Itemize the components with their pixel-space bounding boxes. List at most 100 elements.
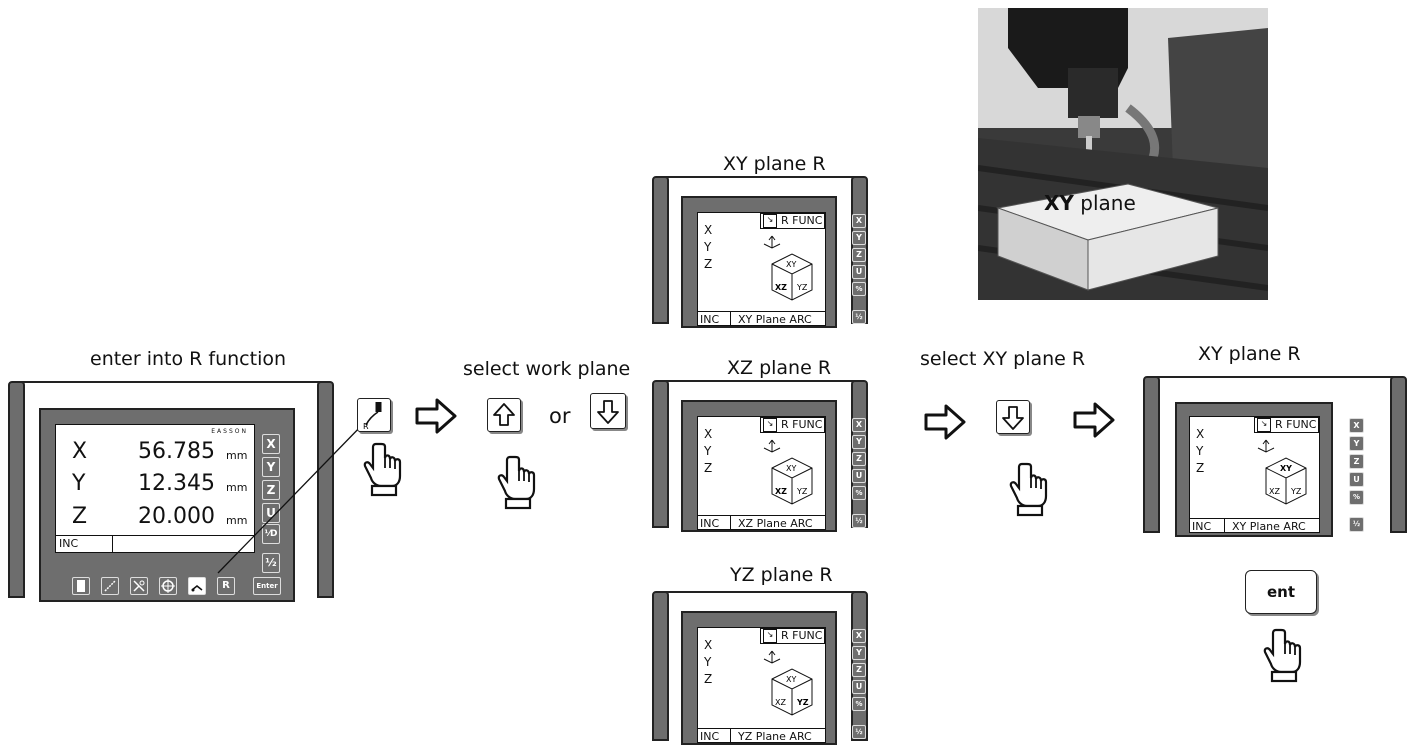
plane-cube-icon: XY XZ YZ bbox=[1257, 439, 1307, 505]
plane-status-text: XY Plane ARC bbox=[1232, 520, 1306, 533]
key-half[interactable]: ½ bbox=[262, 553, 280, 573]
key-y[interactable]: Y bbox=[262, 457, 280, 477]
key-percent[interactable]: % bbox=[852, 282, 866, 296]
milling-machine-illustration bbox=[978, 8, 1268, 300]
key-z[interactable]: Z bbox=[852, 663, 866, 677]
key-x[interactable]: X bbox=[852, 214, 866, 228]
hand-pointer-icon bbox=[1263, 628, 1302, 683]
key-z[interactable]: Z bbox=[852, 452, 866, 466]
caption-xz-plane: XZ plane R bbox=[727, 357, 832, 379]
r-function-key[interactable]: R bbox=[357, 398, 391, 432]
key-u[interactable]: U bbox=[852, 469, 866, 483]
frame-rail-right bbox=[317, 381, 334, 598]
ent-button[interactable]: ent bbox=[1245, 570, 1317, 614]
plane-cube-icon: XY XZ YZ bbox=[763, 650, 813, 716]
down-arrow-key[interactable] bbox=[590, 393, 626, 429]
svg-text:XZ: XZ bbox=[1269, 487, 1280, 496]
arc-r-icon: ↘ bbox=[763, 418, 777, 432]
plane-lcd: X Y Z ↘ R FUNC XY XZ YZ INC YZ Plane ARC bbox=[697, 627, 826, 743]
plane-status-bar: INC XY Plane ARC bbox=[1190, 518, 1319, 533]
caption-select-xy-plane: select XY plane R bbox=[920, 348, 1086, 370]
key-half[interactable]: ½ bbox=[852, 310, 866, 324]
axis-unit-z: mm bbox=[226, 514, 248, 527]
r-func-label: R FUNC bbox=[781, 418, 823, 431]
hand-pointer-icon bbox=[1009, 462, 1048, 517]
milling-machine-photo: XY plane bbox=[978, 8, 1268, 300]
key-y[interactable]: Y bbox=[852, 231, 866, 245]
key-y[interactable]: Y bbox=[852, 435, 866, 449]
key-y[interactable]: Y bbox=[852, 646, 866, 660]
key-pcd-icon[interactable] bbox=[159, 577, 177, 595]
key-u[interactable]: U bbox=[1349, 472, 1364, 487]
key-x[interactable]: X bbox=[1349, 418, 1364, 433]
key-x[interactable]: X bbox=[852, 629, 866, 643]
key-half[interactable]: ½ bbox=[1349, 517, 1364, 532]
dro-row-x: X 56.785 mm bbox=[56, 437, 254, 467]
arrow-right-icon bbox=[415, 398, 457, 434]
key-half[interactable]: ½ bbox=[852, 725, 866, 739]
arrow-right-icon bbox=[924, 404, 966, 440]
dro-status-bar: INC bbox=[56, 535, 254, 552]
down-arrow-key[interactable] bbox=[996, 400, 1030, 434]
key-enter[interactable]: Enter bbox=[253, 577, 281, 595]
axis-label-x: X bbox=[704, 638, 713, 652]
key-arc-r-icon[interactable] bbox=[188, 577, 206, 595]
status-divider bbox=[730, 312, 731, 326]
mode-inc: INC bbox=[1192, 520, 1212, 533]
plane-cube-icon: XY XZ YZ bbox=[763, 439, 813, 505]
dro-bezel: EASSON X 56.785 mm Y 12.345 mm Z 20.000 … bbox=[39, 408, 295, 602]
plane-device-yz: X Y Z ↘ R FUNC XY XZ YZ INC YZ Plane ARC bbox=[652, 591, 868, 745]
hand-pointer-icon bbox=[497, 455, 536, 510]
plane-status-bar: INC XY Plane ARC bbox=[698, 311, 825, 326]
dro-lcd: EASSON X 56.785 mm Y 12.345 mm Z 20.000 … bbox=[55, 424, 255, 553]
svg-text:YZ: YZ bbox=[796, 698, 809, 707]
key-calculator-icon[interactable] bbox=[72, 577, 90, 595]
plane-status-bar: INC YZ Plane ARC bbox=[698, 728, 825, 743]
key-u[interactable]: U bbox=[852, 680, 866, 694]
key-r[interactable]: R bbox=[217, 577, 235, 595]
plane-bezel: X Y Z ↘ R FUNC XY XZ YZ INC XZ Plane ARC bbox=[681, 400, 837, 532]
frame-rail-left bbox=[652, 380, 669, 528]
status-divider bbox=[112, 536, 113, 552]
key-radius-diameter[interactable]: ⅟D bbox=[262, 524, 280, 544]
r-func-header: ↘ R FUNC bbox=[760, 213, 825, 229]
axis-label-z: Z bbox=[704, 461, 713, 475]
key-tool-library-icon[interactable] bbox=[130, 577, 148, 595]
axis-label-y: Y bbox=[1196, 444, 1204, 458]
key-line-hole-icon[interactable] bbox=[101, 577, 119, 595]
ent-button-label: ent bbox=[1266, 583, 1296, 601]
arrow-right-icon bbox=[1073, 402, 1115, 438]
plane-lcd: X Y Z ↘ R FUNC XY XZ YZ INC XY Plane ARC bbox=[1189, 416, 1320, 533]
axis-label-x: X bbox=[704, 427, 713, 441]
key-x[interactable]: X bbox=[852, 418, 866, 432]
svg-text:YZ: YZ bbox=[796, 487, 808, 496]
key-half[interactable]: ½ bbox=[852, 514, 866, 528]
svg-text:R: R bbox=[363, 422, 369, 431]
key-y[interactable]: Y bbox=[1349, 436, 1364, 451]
key-z[interactable]: Z bbox=[852, 248, 866, 262]
up-arrow-key[interactable] bbox=[487, 398, 521, 432]
svg-text:XY: XY bbox=[1280, 464, 1292, 473]
key-percent[interactable]: % bbox=[1349, 490, 1364, 505]
down-arrow-icon bbox=[597, 400, 619, 424]
key-x[interactable]: X bbox=[262, 434, 280, 454]
axis-label-y: Y bbox=[704, 240, 712, 254]
key-percent[interactable]: % bbox=[852, 486, 866, 500]
key-u[interactable]: U bbox=[852, 265, 866, 279]
plane-status-text: XY Plane ARC bbox=[738, 313, 812, 326]
arc-r-icon: ↘ bbox=[763, 214, 777, 228]
plane-device-xz: X Y Z ↘ R FUNC XY XZ YZ INC XZ Plane ARC bbox=[652, 380, 868, 532]
key-percent[interactable]: % bbox=[852, 697, 866, 711]
frame-rail-right bbox=[1390, 376, 1407, 533]
key-z[interactable]: Z bbox=[262, 480, 280, 500]
frame-rail-left bbox=[652, 176, 669, 324]
down-arrow-icon bbox=[1002, 406, 1024, 430]
plane-cube-icon: XY XZ YZ bbox=[763, 235, 813, 301]
key-z[interactable]: Z bbox=[1349, 454, 1364, 469]
frame-rail-left bbox=[8, 381, 25, 598]
mode-inc: INC bbox=[700, 517, 720, 530]
r-func-header: ↘ R FUNC bbox=[760, 417, 825, 433]
caption-yz-plane: YZ plane R bbox=[730, 564, 833, 586]
key-u[interactable]: U bbox=[262, 503, 280, 523]
